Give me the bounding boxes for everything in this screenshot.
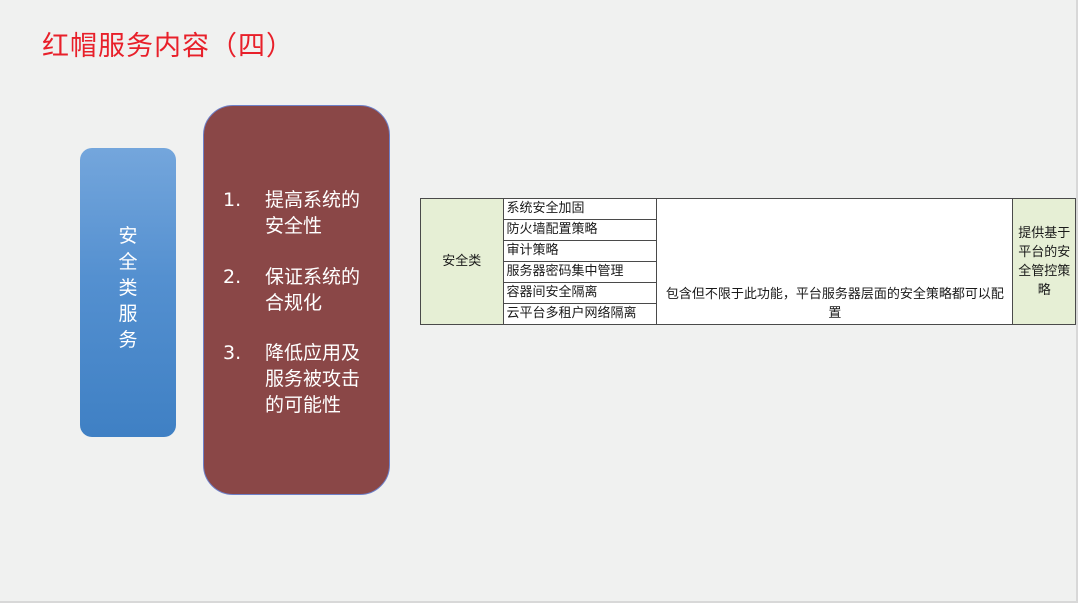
goal-text: 保证系统的合规化 (265, 266, 361, 314)
service-item-cell: 审计策略 (502, 240, 658, 262)
table-row: 安全类 系统安全加固 包含但不限于此功能，平台服务器层面的安全策略都可以配置 提… (420, 198, 1076, 325)
slide-title: 红帽服务内容（四） (42, 31, 294, 62)
goal-number: 1. (223, 189, 242, 211)
goal-number: 2. (223, 266, 242, 288)
table-row: 审计策略 (421, 240, 1076, 262)
service-category-box: 安全类服务 (80, 148, 176, 437)
goal-text: 降低应用及服务被攻击的可能性 (265, 342, 361, 416)
service-category-label: 安全类服务 (118, 224, 138, 351)
service-item-cell: 防火墙配置策略 (502, 219, 658, 241)
goal-number: 3. (223, 342, 242, 364)
category-cell: 安全类 (420, 198, 504, 325)
goal-text: 提高系统的安全性 (265, 189, 361, 237)
table-row: 容器间安全隔离 (421, 282, 1076, 304)
description-cell: 包含但不限于此功能，平台服务器层面的安全策略都可以配置 (656, 198, 1014, 325)
table-row: 云平台多租户网络隔离 (421, 303, 1076, 325)
service-item-cell: 云平台多租户网络隔离 (502, 303, 658, 325)
service-item-cell: 服务器密码集中管理 (502, 261, 658, 283)
table-row: 防火墙配置策略 (421, 219, 1076, 241)
note-cell: 提供基于平台的安全管控策略 (1012, 198, 1076, 325)
service-item-cell: 容器间安全隔离 (502, 282, 658, 304)
table-row: 服务器密码集中管理 (421, 261, 1076, 283)
security-service-table: 安全类 系统安全加固 包含但不限于此功能，平台服务器层面的安全策略都可以配置 提… (420, 198, 1076, 325)
service-item-cell: 系统安全加固 (502, 198, 658, 220)
goals-box: 1. 提高系统的安全性 2. 保证系统的合规化 3. 降低应用及服务被攻击的可能… (203, 105, 390, 495)
